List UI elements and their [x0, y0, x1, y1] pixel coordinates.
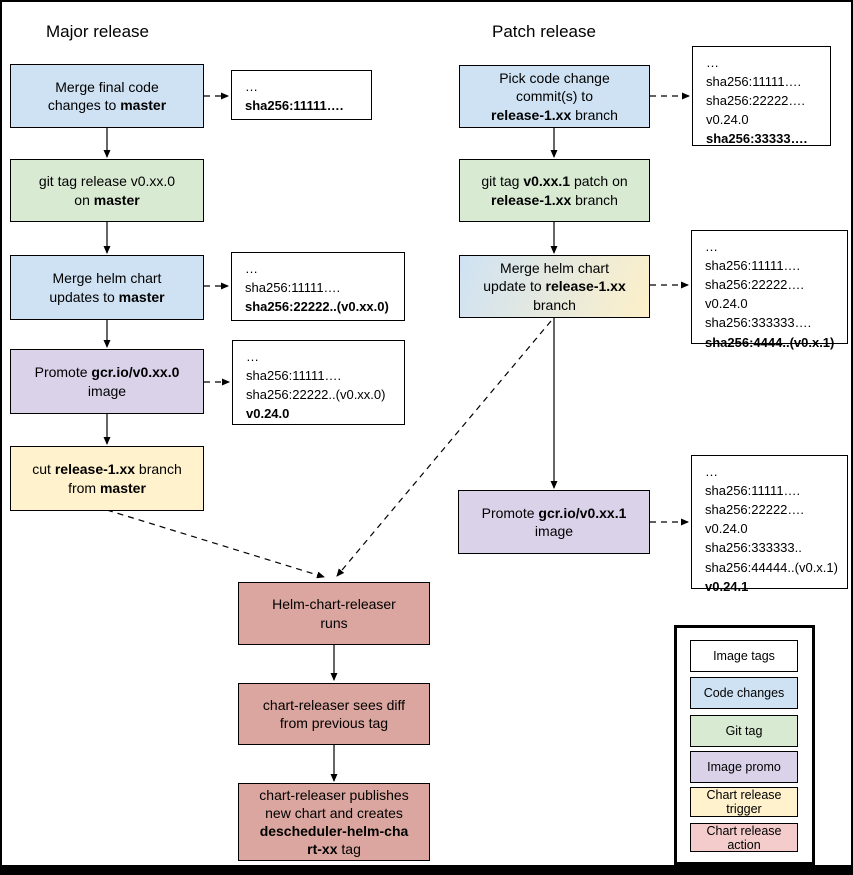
legend-chart-release-trigger: Chart release trigger: [690, 787, 798, 817]
patch-release-title: Patch release: [492, 22, 596, 41]
legend-chart-release-action: Chart release action: [690, 823, 798, 852]
major-release-title: Major release: [46, 22, 149, 41]
legend-image-tags: Image tags: [690, 640, 798, 672]
image-tags-after-promote-major: …sha256:11111….sha256:22222..(v0.xx.0)v0…: [232, 340, 405, 425]
legend-image-promo: Image promo: [690, 751, 798, 783]
dashed-cut-branch-to-releaser: [106, 509, 325, 579]
legend-code-changes: Code changes: [690, 677, 798, 709]
legend-git-tag: Git tag: [690, 715, 798, 747]
legend: Image tags Code changes Git tag Image pr…: [674, 625, 815, 865]
bottom-border-bar: [2, 865, 851, 873]
image-tags-after-merge-helm: …sha256:11111….sha256:22222..(v0.xx.0): [231, 252, 405, 321]
image-tags-after-merge-final: …sha256:11111….: [231, 70, 372, 120]
